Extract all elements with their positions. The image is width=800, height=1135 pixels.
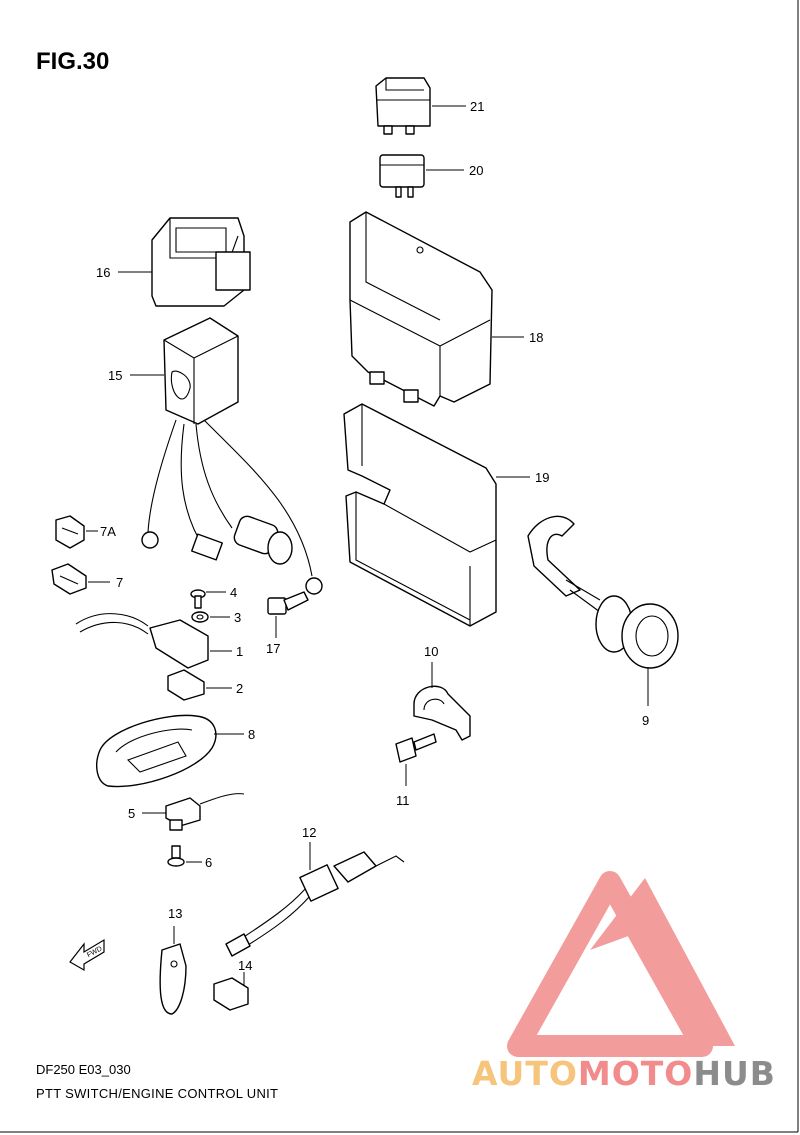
callout-2: 2: [236, 681, 243, 696]
callout-21: 21: [470, 99, 484, 114]
callout-5: 5: [128, 806, 135, 821]
part-13-clamp: [159, 926, 187, 1015]
part-12-harness-switch: [225, 842, 405, 957]
part-8-switch-cover: [96, 714, 244, 788]
figure-title: FIG.30: [36, 48, 110, 75]
part-2-bracket: [167, 669, 232, 701]
callout-7a: 7A: [100, 524, 116, 539]
part-7-clip: [51, 563, 110, 595]
footer-caption: PTT SWITCH/ENGINE CONTROL UNIT: [36, 1086, 279, 1101]
part-16-cover: [118, 217, 251, 307]
callout-12: 12: [302, 825, 316, 840]
callout-14: 14: [238, 958, 252, 973]
watermark-moto: MOTO: [577, 1054, 694, 1093]
callout-10: 10: [424, 644, 438, 659]
part-6-screw: [167, 845, 202, 867]
part-3-washer: [191, 611, 230, 623]
callout-6: 6: [205, 855, 212, 870]
part-18-ecu: [349, 211, 524, 407]
watermark-hub: HUB: [693, 1054, 776, 1093]
part-19-ecu-cover: [343, 403, 530, 627]
watermark-triangle-icon: [507, 871, 735, 1057]
callout-1: 1: [236, 644, 243, 659]
part-14-bolt: [213, 972, 249, 1011]
footer-code: DF250 E03_030: [36, 1062, 131, 1077]
part-9-connector: [527, 515, 679, 706]
callout-13: 13: [168, 906, 182, 921]
callout-8: 8: [248, 727, 255, 742]
part-7a-clip: [55, 515, 98, 549]
callout-20: 20: [469, 163, 483, 178]
callout-7: 7: [116, 575, 123, 590]
callout-9: 9: [642, 713, 649, 728]
callout-19: 19: [535, 470, 549, 485]
part-15-control-module: [130, 317, 323, 595]
callout-11: 11: [396, 793, 410, 808]
part-20-relay: [379, 154, 464, 198]
callout-16: 16: [96, 265, 110, 280]
part-11-bolt: [395, 733, 437, 786]
part-5-switch: [142, 793, 245, 831]
callout-18: 18: [529, 330, 543, 345]
callout-17: 17: [266, 641, 280, 656]
callout-3: 3: [234, 610, 241, 625]
callout-15: 15: [108, 368, 122, 383]
fwd-arrow-icon: FWD: [69, 938, 105, 972]
part-17-bolt: [267, 591, 309, 638]
part-10-clamp: [413, 662, 471, 741]
watermark-logo: AUTOMOTOHUB: [472, 1054, 776, 1093]
watermark-auto: AUTO: [472, 1054, 578, 1093]
callout-4: 4: [230, 585, 237, 600]
part-21-relay: [375, 77, 466, 135]
part-1-switch: [75, 613, 232, 669]
part-4-screw: [190, 589, 226, 609]
